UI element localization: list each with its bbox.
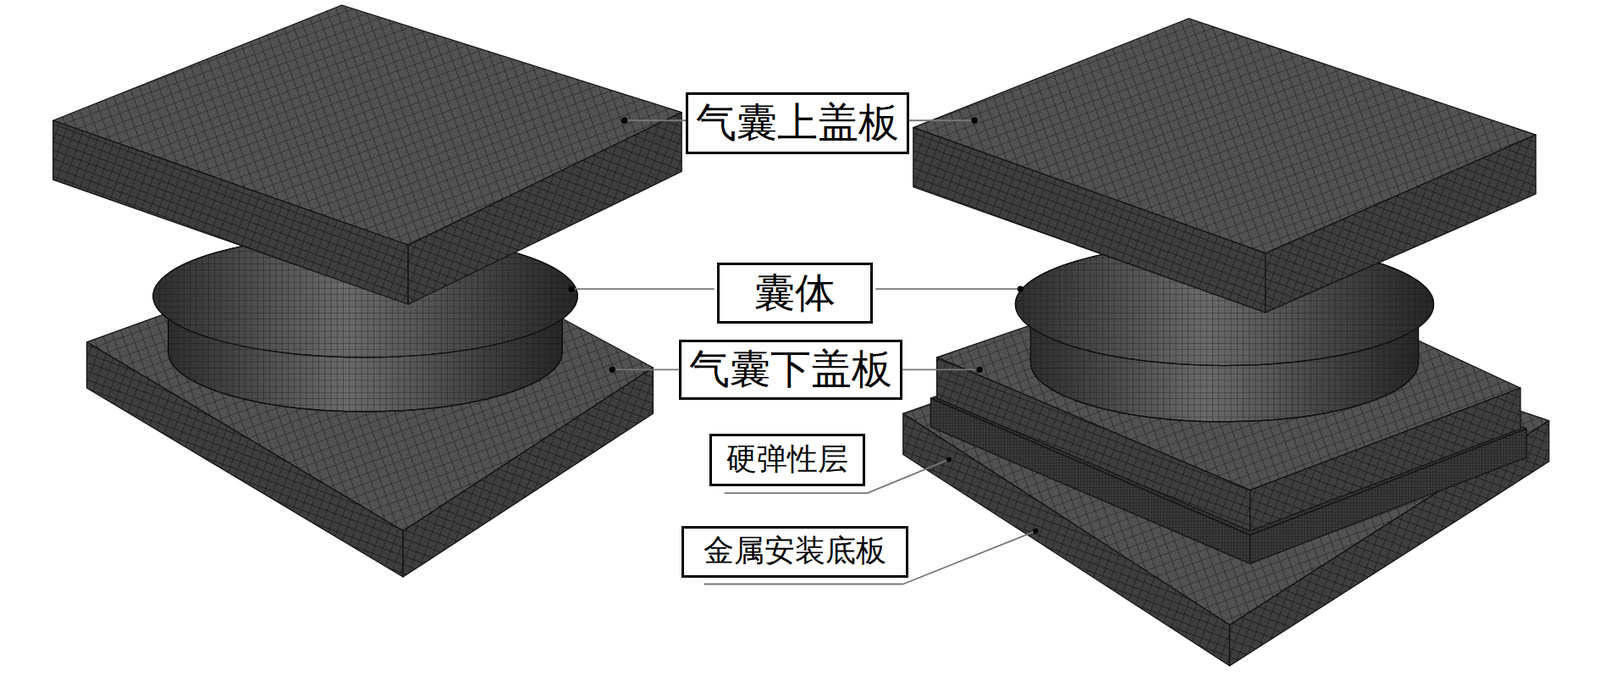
label-box-content: 硬弹性层 — [726, 441, 849, 477]
air-spring-left — [53, 5, 683, 577]
leader-dots — [568, 117, 1038, 534]
label-box: 气囊下盖板 — [678, 339, 903, 400]
part-label: 气囊上盖板 — [695, 99, 900, 146]
label-box-content: 囊体 — [754, 269, 836, 316]
label-box-content: 金属安装底板 — [703, 533, 887, 569]
label-box: 气囊上盖板 — [685, 92, 910, 155]
part-label: 气囊下盖板 — [689, 345, 893, 392]
part-label: 囊体 — [754, 269, 836, 316]
part-label: 金属安装底板 — [703, 533, 887, 569]
part-label: 硬弹性层 — [726, 441, 849, 477]
air-spring-right — [903, 18, 1550, 666]
label-box: 硬弹性层 — [709, 433, 866, 486]
label-box-content: 气囊下盖板 — [689, 345, 893, 392]
leader-lines — [573, 120, 1036, 584]
label-box-content: 气囊上盖板 — [695, 99, 900, 146]
label-box: 金属安装底板 — [681, 525, 909, 578]
label-box: 囊体 — [717, 262, 873, 324]
